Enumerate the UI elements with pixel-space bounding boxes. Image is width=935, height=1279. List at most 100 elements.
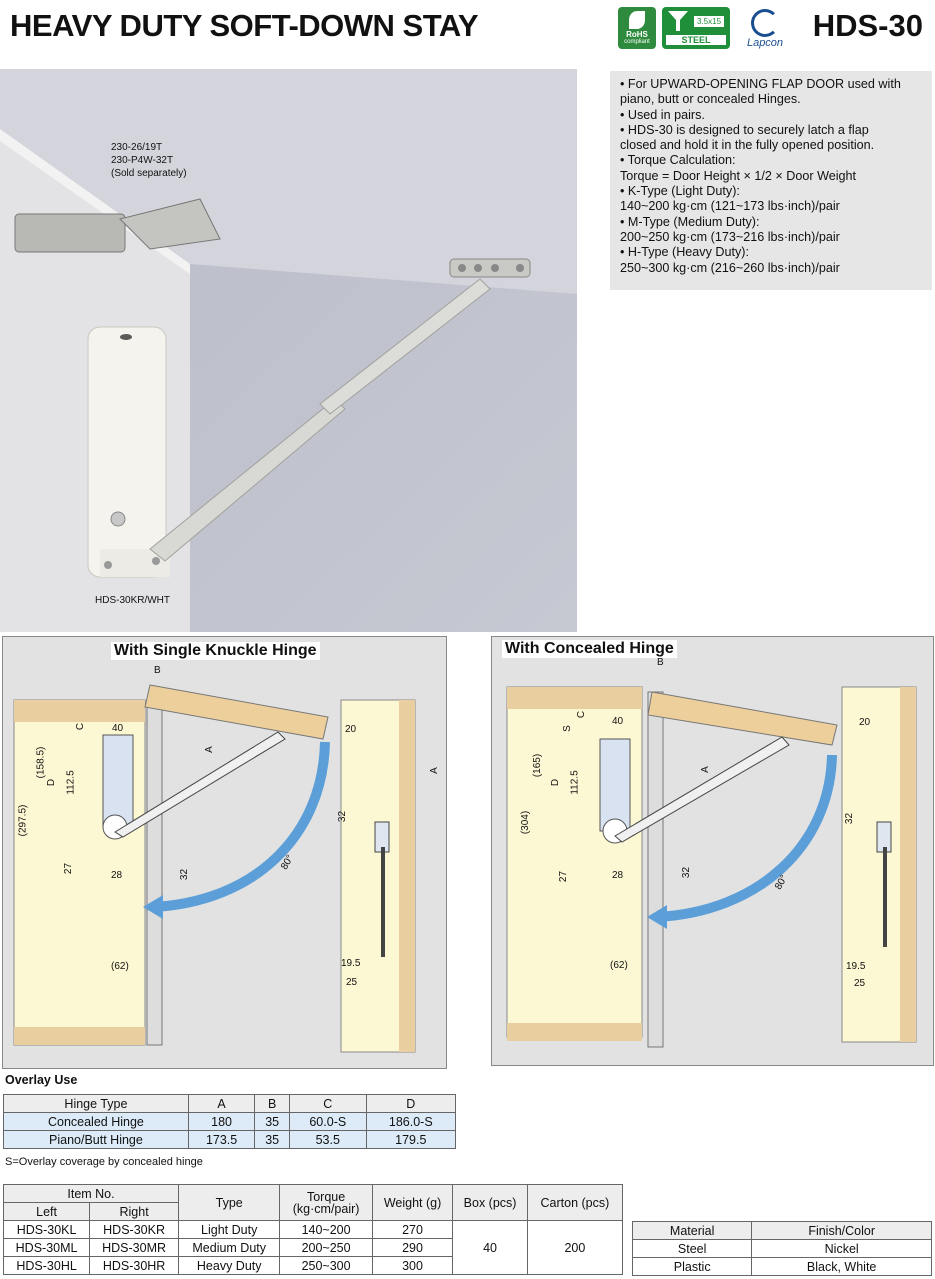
box-header: Box (pcs) — [452, 1184, 528, 1221]
item-cell: 290 — [371, 1238, 454, 1257]
item-cell: Light Duty — [177, 1220, 281, 1239]
overlay-cell: 186.0-S — [365, 1112, 457, 1131]
overlay-cell: 179.5 — [365, 1130, 457, 1149]
diagram-concealed: With Concealed Hinge B C S 40 A (165) D … — [491, 636, 934, 1066]
feature-line: closed and hold it in the fully opened p… — [620, 138, 875, 153]
side-dim-a: A — [428, 767, 440, 774]
feature-line: • K-Type (Light Duty): — [620, 184, 740, 199]
screw-icon — [668, 11, 688, 31]
steel-size-label: 3.5x15 — [694, 15, 725, 27]
material-cell: Nickel — [751, 1239, 932, 1258]
dim-297: (297.5) — [17, 804, 29, 837]
dim-c: C — [75, 722, 87, 731]
material-cell: Black, White — [751, 1257, 932, 1276]
torque-header-line1: Torque — [306, 1189, 346, 1204]
feature-line: • Used in pairs. — [620, 107, 705, 122]
dim-40-right: 40 — [612, 716, 624, 727]
side-dim-32-right: 32 — [844, 812, 856, 825]
overlay-cell: Concealed Hinge — [3, 1112, 189, 1131]
feature-line: piano, butt or concealed Hinges. — [620, 92, 801, 107]
overlay-header-cell: C — [288, 1094, 367, 1113]
feature-line: 250~300 kg·cm (216~260 lbs·inch)/pair — [620, 260, 840, 275]
material-cell: Plastic — [631, 1257, 753, 1276]
overlay-cell: 180 — [187, 1112, 256, 1131]
side-dim-20: 20 — [345, 724, 357, 735]
dim-62-right: (62) — [610, 960, 628, 971]
dim-112-right: 112.5 — [569, 770, 581, 795]
item-cell: HDS-30MR — [89, 1238, 179, 1257]
lapcon-logo: Lapcon — [740, 7, 790, 49]
item-cell: Medium Duty — [177, 1238, 281, 1257]
overlay-cell: 60.0-S — [288, 1112, 367, 1131]
side-dim-20-right: 20 — [859, 717, 871, 728]
item-cell: HDS-30HR — [89, 1256, 179, 1275]
overlay-header-cell: Hinge Type — [3, 1094, 189, 1113]
item-cell: Heavy Duty — [177, 1256, 281, 1275]
overlay-header-cell: B — [254, 1094, 290, 1113]
item-cell: HDS-30KL — [2, 1220, 91, 1239]
feature-item: • HDS-30 is designed to securely latch a… — [620, 123, 926, 154]
box-qty: 40 — [452, 1220, 528, 1275]
item-no-header: Item No. — [3, 1184, 179, 1203]
side-dim-25: 25 — [346, 977, 358, 988]
feature-item: • Torque Calculation:Torque = Door Heigh… — [620, 153, 926, 184]
feature-line: • M-Type (Medium Duty): — [620, 214, 760, 229]
item-cell: 140~200 — [279, 1220, 373, 1239]
feature-item: • Used in pairs. — [620, 108, 926, 123]
hinge-label-3: (Sold separately) — [111, 168, 187, 179]
dim-a-right: A — [699, 766, 711, 773]
rohs-sub-label: compliant — [624, 39, 650, 45]
item-cell: 270 — [371, 1220, 454, 1239]
page-title: HEAVY DUTY SOFT-DOWN STAY — [10, 8, 479, 43]
stay-arm — [149, 398, 346, 562]
feature-line: 200~250 kg·cm (173~216 lbs·inch)/pair — [620, 229, 840, 244]
side-dim-195-right: 19.5 — [846, 961, 866, 972]
overlay-header-cell: A — [187, 1094, 256, 1113]
rohs-label: RoHS — [626, 30, 648, 39]
feature-item: • M-Type (Medium Duty):200~250 kg·cm (17… — [620, 215, 926, 246]
overlay-cell: 173.5 — [187, 1130, 256, 1149]
lapcon-label: Lapcon — [746, 37, 784, 49]
dim-27: 27 — [63, 862, 75, 875]
type-header: Type — [177, 1184, 281, 1221]
dim-28-right: 28 — [612, 870, 624, 881]
dim-304: (304) — [520, 810, 532, 835]
material-header-cell: Finish/Color — [751, 1221, 932, 1240]
overlay-cell: 35 — [254, 1130, 290, 1149]
diagram-left-title: With Single Knuckle Hinge — [111, 642, 320, 660]
overlay-cell: Piano/Butt Hinge — [3, 1130, 189, 1149]
overlay-header-cell: D — [365, 1094, 457, 1113]
model-number: HDS-30 — [812, 8, 923, 43]
stay-housing — [87, 326, 167, 578]
steel-badge: 3.5x15 STEEL — [662, 7, 730, 49]
material-header-cell: Material — [631, 1221, 753, 1240]
feature-line: • Torque Calculation: — [620, 153, 736, 168]
torque-header-line2: (kg·cm/pair) — [292, 1201, 360, 1216]
leaf-icon — [629, 11, 645, 29]
item-cell: HDS-30KR — [89, 1220, 179, 1239]
dim-32-right: 32 — [681, 866, 693, 879]
feature-line: • For UPWARD-OPENING FLAP DOOR used with — [620, 77, 901, 91]
feature-line: • HDS-30 is designed to securely latch a… — [620, 122, 869, 137]
dim-a: A — [203, 746, 215, 753]
dim-d-right: D — [550, 778, 562, 787]
feature-list: • For UPWARD-OPENING FLAP DOOR used with… — [620, 77, 926, 276]
dim-c-right: C — [576, 710, 588, 719]
overlay-title: Overlay Use — [5, 1073, 78, 1087]
weight-header: Weight (g) — [371, 1184, 454, 1221]
overlay-cell: 53.5 — [288, 1130, 367, 1149]
carton-header: Carton (pcs) — [526, 1184, 624, 1221]
material-cell: Steel — [631, 1239, 753, 1258]
item-cell: HDS-30ML — [2, 1238, 91, 1257]
dim-s-right: S — [561, 725, 573, 732]
dim-b-right: B — [657, 657, 664, 668]
item-cell: 200~250 — [279, 1238, 373, 1257]
side-dim-32: 32 — [337, 810, 349, 823]
diagram-single-knuckle: With Single Knuckle Hinge B C 40 A (158.… — [2, 636, 447, 1069]
